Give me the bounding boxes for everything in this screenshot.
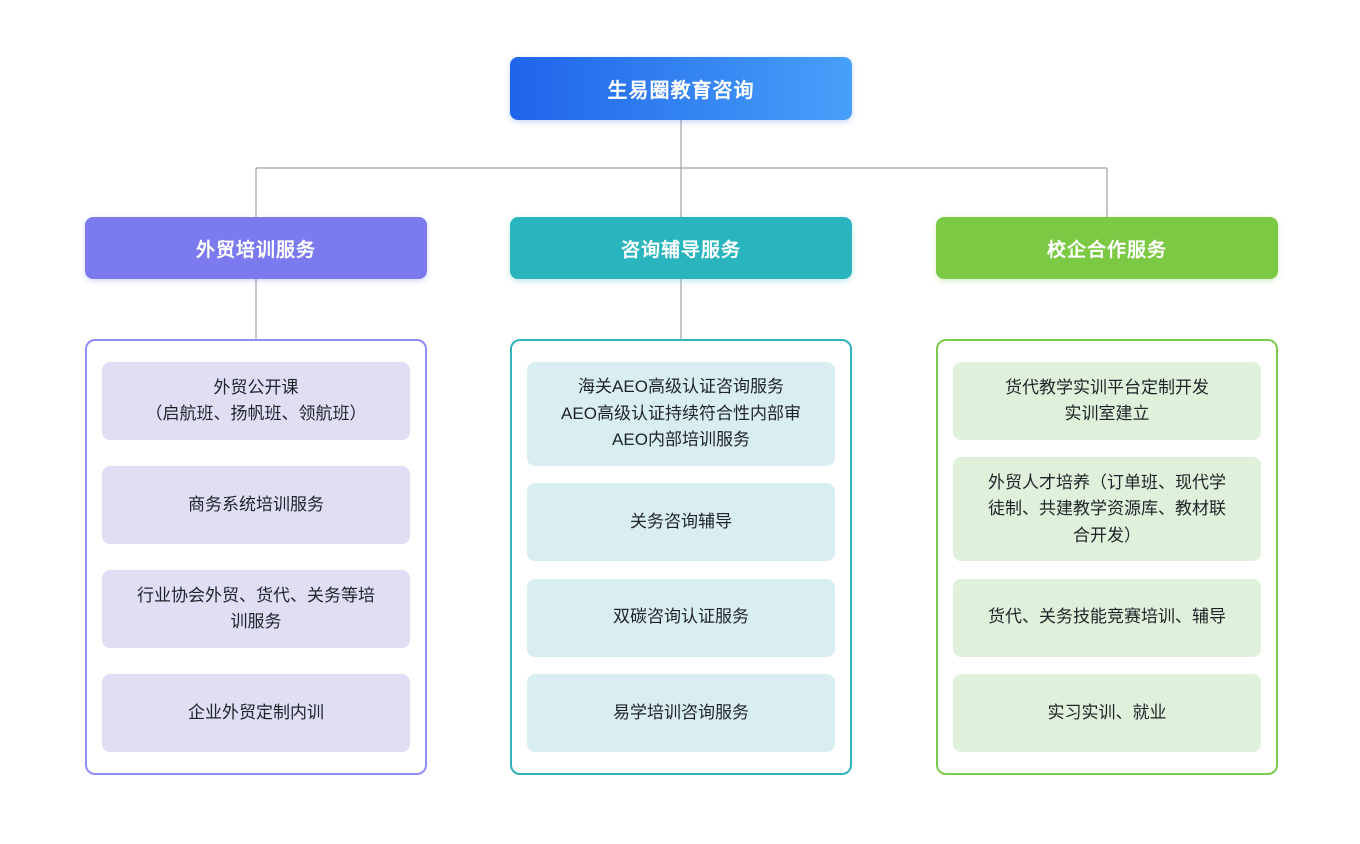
root-node: 生易圈教育咨询 <box>510 57 852 120</box>
service-item: 海关AEO高级认证咨询服务 AEO高级认证持续符合性内部审 AEO内部培训服务 <box>527 362 835 466</box>
service-item: 外贸公开课 （启航班、扬帆班、领航班） <box>102 362 410 440</box>
branch-header-consulting-tutoring: 咨询辅导服务 <box>510 217 852 279</box>
service-item: 外贸人才培养（订单班、现代学 徒制、共建教学资源库、教材联 合开发） <box>953 457 1261 562</box>
service-item: 货代教学实训平台定制开发 实训室建立 <box>953 362 1261 440</box>
service-item: 行业协会外贸、货代、关务等培 训服务 <box>102 570 410 648</box>
branch-container-foreign-trade-training: 外贸公开课 （启航班、扬帆班、领航班） 商务系统培训服务 行业协会外贸、货代、关… <box>85 339 427 775</box>
service-item: 关务咨询辅导 <box>527 483 835 562</box>
branch-header-label: 校企合作服务 <box>1046 239 1167 261</box>
branch-header-label: 咨询辅导服务 <box>620 239 741 261</box>
branch-header-label: 外贸培训服务 <box>195 239 316 261</box>
service-item: 货代、关务技能竞赛培训、辅导 <box>953 578 1261 657</box>
service-item: 易学培训咨询服务 <box>527 673 835 752</box>
service-item: 商务系统培训服务 <box>102 466 410 544</box>
branch-container-school-enterprise: 货代教学实训平台定制开发 实训室建立 外贸人才培养（订单班、现代学 徒制、共建教… <box>936 339 1278 775</box>
service-item: 实习实训、就业 <box>953 673 1261 752</box>
branch-container-consulting-tutoring: 海关AEO高级认证咨询服务 AEO高级认证持续符合性内部审 AEO内部培训服务 … <box>510 339 852 775</box>
branch-header-foreign-trade-training: 外贸培训服务 <box>85 217 427 279</box>
root-node-label: 生易圈教育咨询 <box>607 80 755 102</box>
service-item: 企业外贸定制内训 <box>102 674 410 752</box>
branch-header-school-enterprise: 校企合作服务 <box>936 217 1278 279</box>
service-item: 双碳咨询认证服务 <box>527 578 835 657</box>
